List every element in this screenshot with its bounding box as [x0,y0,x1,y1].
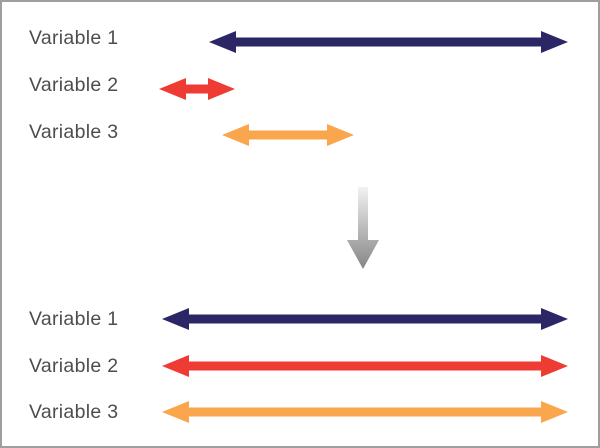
top-variable-3-label: Variable 3 [29,121,119,143]
bottom-variable-1-arrow [162,308,568,330]
transform-down-arrow [347,187,379,269]
bottom-variable-1-label: Variable 1 [29,308,119,330]
bottom-variable-3-arrow [162,401,568,423]
bottom-variable-3-label: Variable 3 [29,401,119,423]
top-variable-1-arrow [209,31,568,53]
bottom-variable-2-arrow [162,355,568,377]
top-variable-3-arrow [222,124,354,146]
top-variable-2-arrow [159,78,235,100]
top-variable-1-label: Variable 1 [29,27,119,49]
bottom-variable-2-label: Variable 2 [29,355,119,377]
top-variable-2-label: Variable 2 [29,74,119,96]
